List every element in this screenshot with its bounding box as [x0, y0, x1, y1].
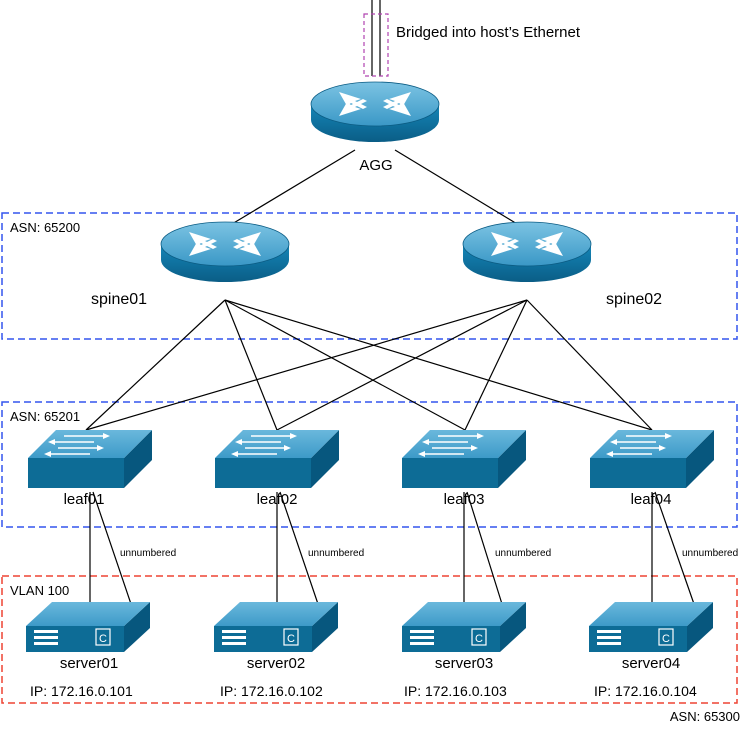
server04-host[interactable]: [588, 601, 714, 653]
link-spine01-leaf04: [224, 299, 653, 431]
leaf01-switch[interactable]: [27, 429, 153, 489]
server01-host[interactable]: [25, 601, 151, 653]
server03-label: server03: [435, 655, 493, 672]
spine-asn-label: ASN: 65200: [10, 220, 80, 235]
server-vlan-zone: [1, 575, 738, 704]
server-asn-label: ASN: 65300: [670, 709, 740, 724]
link-spine02-leaf03: [464, 299, 528, 431]
link-spine01-leaf03: [224, 299, 466, 431]
link-leaf03-server03-b: [466, 491, 503, 605]
server02-ip: IP: 172.16.0.102: [220, 683, 323, 699]
leaf03-label: leaf03: [444, 491, 485, 508]
server01-ip: IP: 172.16.0.101: [30, 683, 133, 699]
spine02-label: spine02: [606, 291, 662, 308]
server02-host[interactable]: [213, 601, 339, 653]
server03-host[interactable]: [401, 601, 527, 653]
link-agg-spine01: [221, 149, 356, 231]
agg-label: AGG: [359, 157, 392, 174]
spine01-label: spine01: [91, 291, 147, 308]
leaf02-label: leaf02: [257, 491, 298, 508]
leaf-asn-zone: [1, 401, 738, 528]
server02-label: server02: [247, 655, 305, 672]
link-leaf01-server01-b: [92, 491, 132, 605]
leaf01-label: leaf01: [64, 491, 105, 508]
server01-label: server01: [60, 655, 118, 672]
agg-router[interactable]: AGG: [310, 81, 440, 174]
leaf02-switch[interactable]: [214, 429, 340, 489]
link-leaf02-server02-b: [279, 491, 319, 605]
bridge-note: Bridged into host’s Ethernet: [396, 24, 581, 41]
spine02-router[interactable]: [462, 221, 592, 283]
link-agg-spine02: [394, 149, 528, 231]
link-leaf04-server04-b: [654, 491, 695, 605]
spine-asn-zone: [1, 212, 738, 340]
server04-ip: IP: 172.16.0.104: [594, 683, 697, 699]
leaf04-link-label: unnumbered: [682, 548, 738, 559]
server04-label: server04: [622, 655, 680, 672]
link-spine01-leaf01: [85, 299, 226, 431]
leaf02-link-label: unnumbered: [308, 548, 364, 559]
leaf-asn-label: ASN: 65201: [10, 409, 80, 424]
spine01-router[interactable]: [160, 221, 290, 283]
link-spine02-leaf04: [526, 299, 653, 431]
leaf01-link-label: unnumbered: [120, 548, 176, 559]
bridge-box: [363, 13, 389, 77]
bridge-connector: [363, 0, 389, 77]
link-spine02-leaf02: [276, 299, 528, 431]
leaf03-switch[interactable]: [401, 429, 527, 489]
leaf03-link-label: unnumbered: [495, 548, 551, 559]
link-spine02-leaf01: [85, 299, 528, 431]
link-spine01-leaf02: [224, 299, 278, 431]
server-vlan-label: VLAN 100: [10, 583, 69, 598]
server03-ip: IP: 172.16.0.103: [404, 683, 507, 699]
links: [85, 149, 695, 605]
leaf04-switch[interactable]: [589, 429, 715, 489]
leaf04-label: leaf04: [631, 491, 672, 508]
